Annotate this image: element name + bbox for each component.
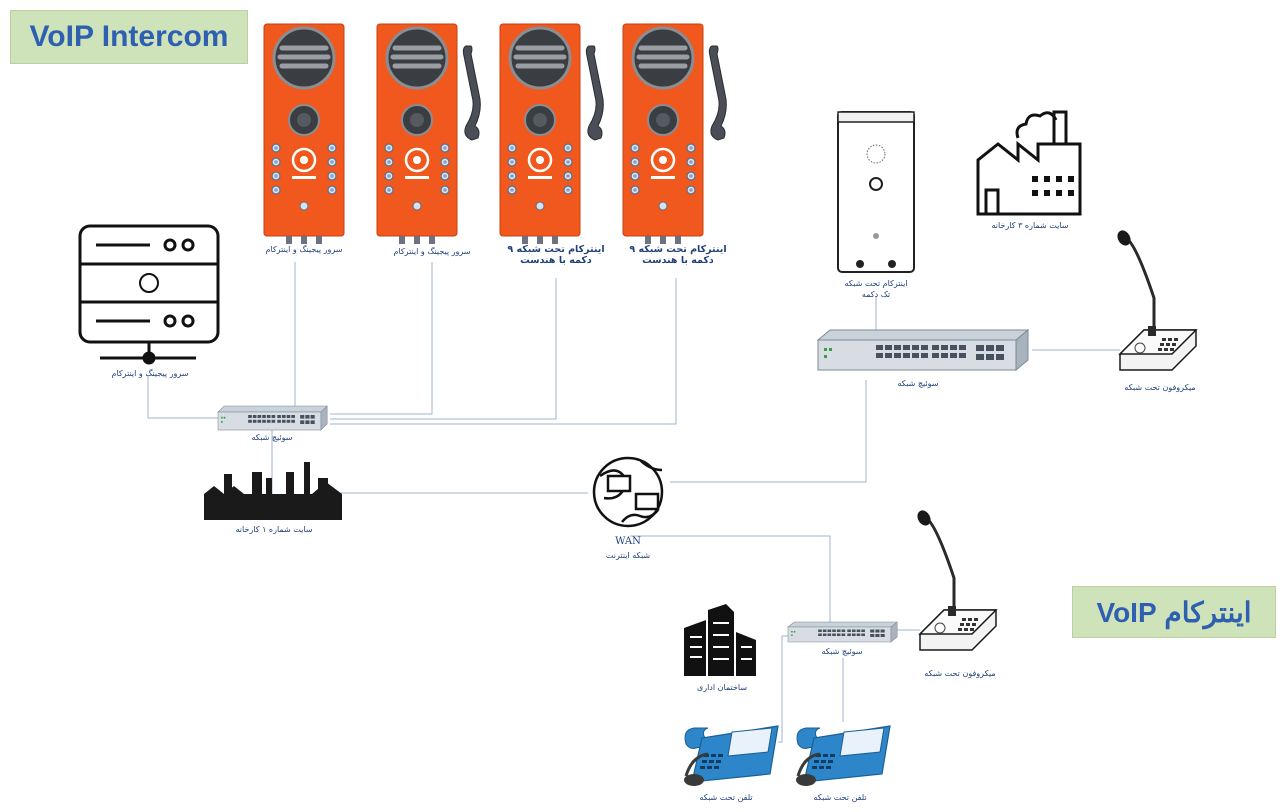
intercom-panel-2 bbox=[377, 24, 481, 244]
label-phone1: تلفن تحت شبکه bbox=[699, 793, 753, 802]
label-dev2: سرور پیجینگ و اینترکام bbox=[393, 247, 471, 256]
factory-3-icon bbox=[976, 110, 1082, 216]
label-server: سرور پیجینگ و اینترکام bbox=[111, 369, 189, 378]
switch-left-device bbox=[217, 405, 328, 431]
label-dev3: اینترکام تحت شبکه ۹ دکمه با هندست bbox=[507, 244, 605, 266]
label-dev1: سرور پیجینگ و اینترکام bbox=[265, 245, 343, 254]
label-factory3: سایت شماره ۳ کارخانه bbox=[991, 221, 1069, 230]
label-switch-bottom: سوئیچ شبکه bbox=[821, 647, 863, 656]
title-banner-left: VoIP Intercom bbox=[10, 10, 248, 64]
intercom-panel-4 bbox=[623, 24, 727, 244]
factory-1-icon bbox=[204, 462, 342, 520]
office-building-icon bbox=[684, 604, 756, 676]
label-wan-en: WAN bbox=[615, 536, 641, 547]
connection-lines bbox=[147, 262, 1120, 743]
label-single-intercom: اینترکام تحت شبکه تک دکمه bbox=[844, 279, 908, 299]
title-right-text: اینترکام VoIP bbox=[1096, 596, 1252, 628]
label-factory1: سایت شماره ۱ کارخانه bbox=[235, 525, 313, 534]
label-mic-right: میکروفون تحت شبکه bbox=[1124, 383, 1196, 392]
switch-right-device bbox=[817, 329, 1029, 371]
single-button-intercom-device bbox=[837, 111, 915, 273]
switch-bottom-device bbox=[787, 621, 898, 643]
label-switch-left: سوئیچ شبکه bbox=[251, 433, 293, 442]
ip-phone-1-device bbox=[682, 724, 780, 788]
microphone-bottom-device bbox=[913, 506, 998, 652]
intercom-panel-3 bbox=[500, 24, 604, 244]
server-icon bbox=[78, 224, 220, 365]
label-switch-right: سوئیچ شبکه bbox=[897, 379, 939, 388]
title-left-text: VoIP Intercom bbox=[29, 20, 229, 53]
label-office: ساختمان اداری bbox=[696, 683, 748, 692]
ip-phone-2-device bbox=[794, 724, 892, 788]
wan-globe-icon bbox=[592, 456, 664, 528]
microphone-right-device bbox=[1113, 226, 1198, 372]
intercom-panel-1 bbox=[264, 24, 344, 244]
label-dev4: اینترکام تحت شبکه ۹ دکمه با هندست bbox=[629, 244, 727, 266]
label-wan-fa: شبکه اینترنت bbox=[605, 551, 651, 560]
label-mic-bottom: میکروفون تحت شبکه bbox=[924, 669, 996, 678]
label-phone2: تلفن تحت شبکه bbox=[813, 793, 867, 802]
title-banner-right: اینترکام VoIP bbox=[1072, 586, 1276, 638]
